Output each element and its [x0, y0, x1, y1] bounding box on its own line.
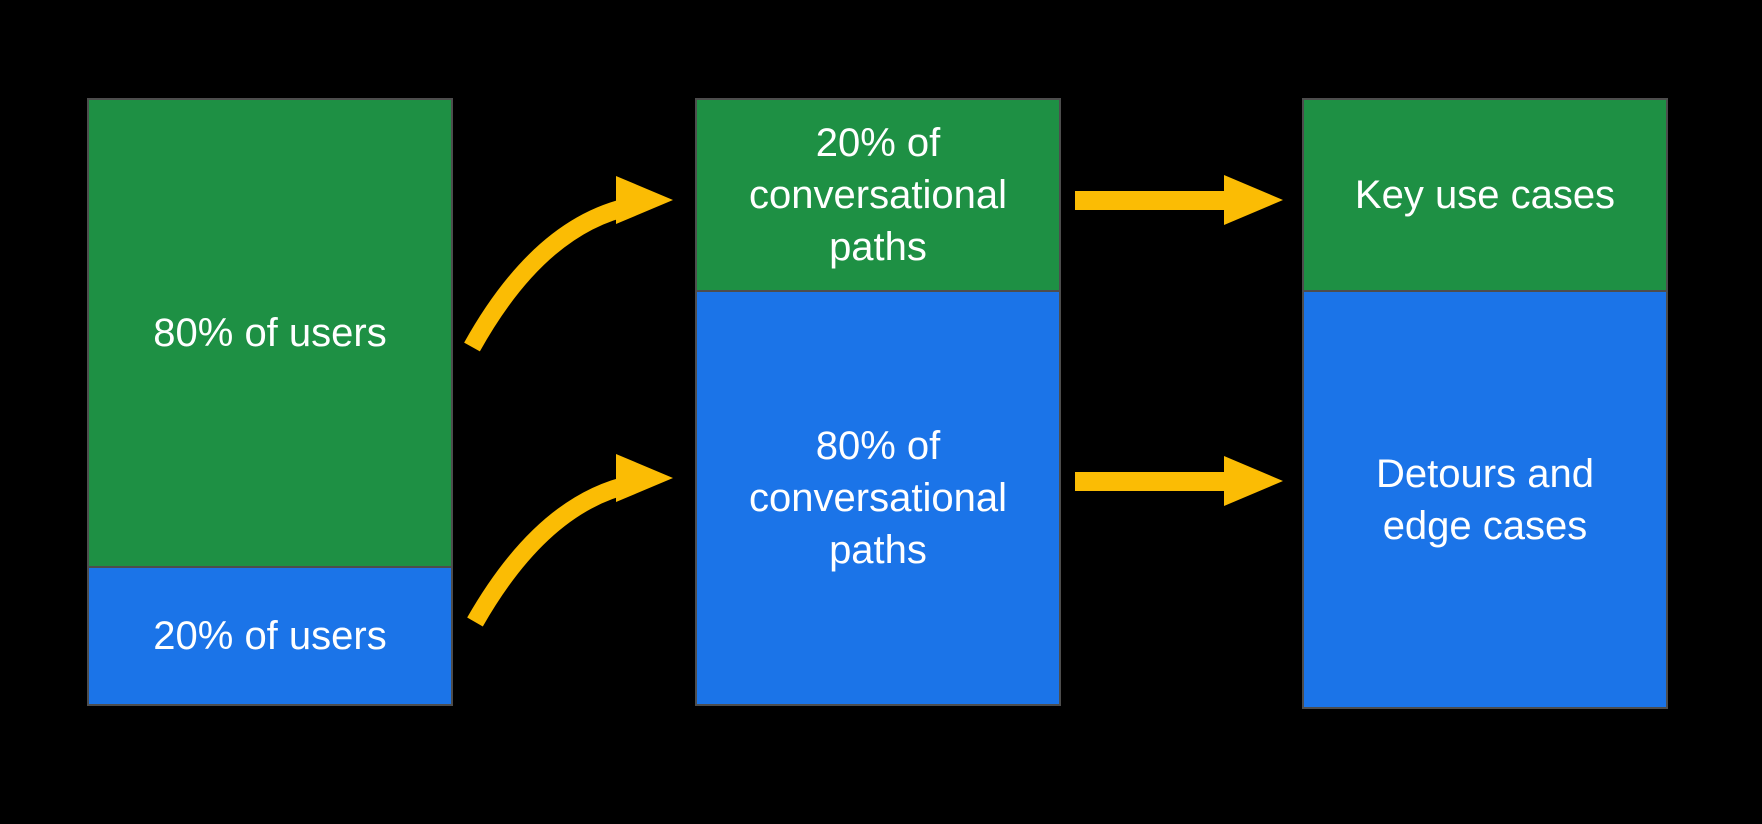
paths-blue-segment: 80% of conversational paths [697, 292, 1059, 704]
paths-green-segment: 20% of conversational paths [697, 100, 1059, 292]
outcomes-column: Key use cases Detours and edge cases [1302, 98, 1668, 709]
curved-arrow-bottom [467, 454, 673, 627]
users-green-label: 80% of users [153, 311, 387, 355]
paths-column: 20% of conversational paths 80% of conve… [695, 98, 1061, 706]
outcomes-green-label: Key use cases [1354, 173, 1616, 217]
paths-green-label: 20% of conversational paths [749, 121, 1007, 269]
curved-arrow-top [464, 176, 673, 352]
straight-arrow-bottom [1075, 456, 1283, 506]
users-green-segment: 80% of users [89, 100, 451, 568]
users-column: 80% of users 20% of users [87, 98, 453, 706]
outcomes-blue-label: Detours and edge cases [1376, 451, 1594, 548]
users-blue-segment: 20% of users [89, 568, 451, 704]
users-blue-label: 20% of users [153, 614, 387, 658]
paths-blue-label: 80% of conversational paths [749, 424, 1007, 572]
straight-arrow-top-head-icon [1224, 175, 1283, 225]
straight-arrow-bottom-head-icon [1224, 456, 1283, 506]
outcomes-blue-segment: Detours and edge cases [1304, 292, 1666, 707]
curved-arrow-bottom-head-icon [616, 454, 673, 502]
straight-arrow-top [1075, 175, 1283, 225]
outcomes-green-segment: Key use cases [1304, 100, 1666, 292]
curved-arrow-top-head-icon [616, 176, 673, 224]
